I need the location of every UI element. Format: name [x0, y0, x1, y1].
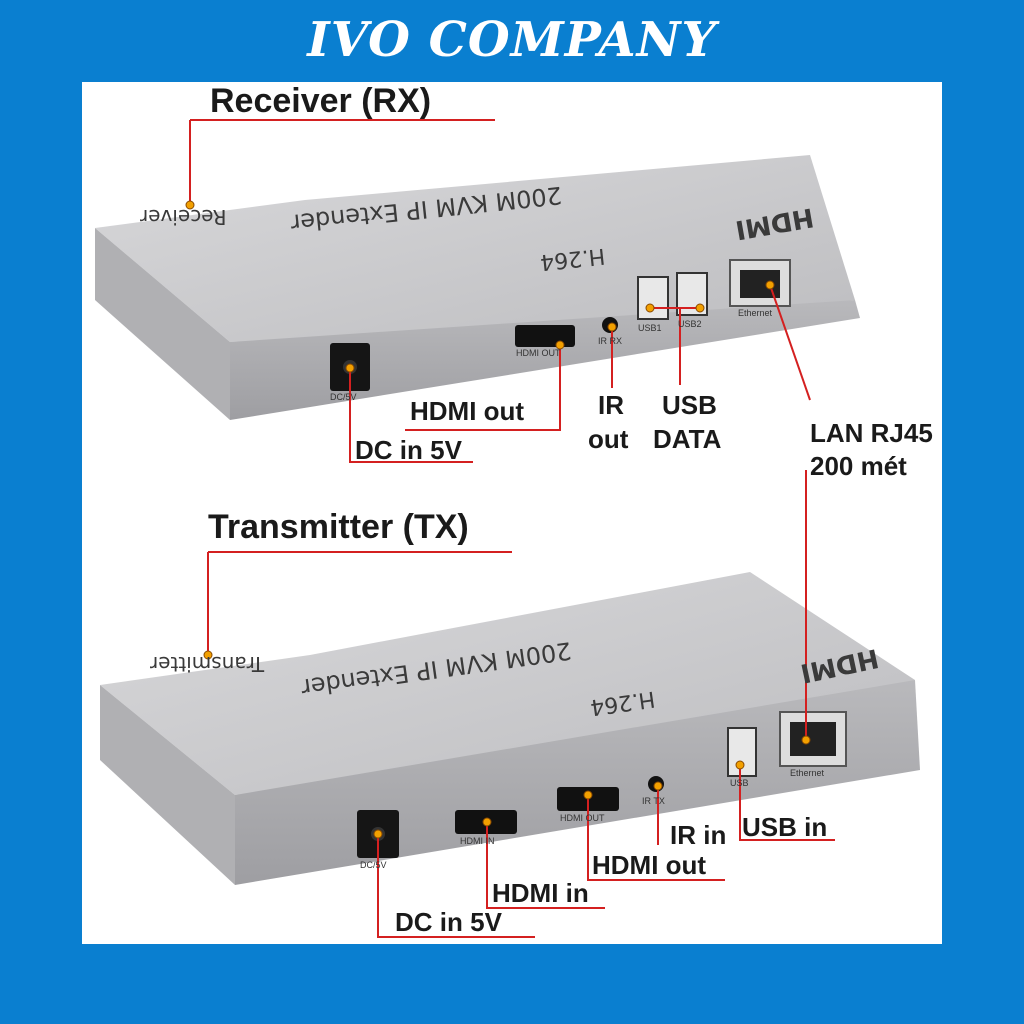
receiver-front-face [230, 300, 860, 420]
transmitter-left-face [100, 685, 235, 885]
brand-title: IVO COMPANY [307, 12, 717, 68]
rx-hdmi-out-port [515, 325, 575, 347]
rx-port-label-ir: IR RX [598, 336, 623, 346]
tx-device-side-label: Transmitter [150, 652, 265, 676]
rx-callout-usb-line2: DATA [653, 424, 722, 454]
transmitter-title: Transmitter (TX) [208, 508, 469, 546]
receiver-title: Receiver (RX) [210, 82, 432, 120]
rx-port-label-ethernet: Ethernet [738, 308, 773, 318]
tx-port-label-ethernet: Ethernet [790, 768, 825, 778]
tx-port-label-dc: DC/5V [360, 860, 387, 870]
rx-callout-ir-line2: out [588, 424, 629, 454]
tx-port-label-ir: IR TX [642, 796, 665, 806]
rx-callout-lan-line1: LAN RJ45 [810, 418, 933, 448]
rx-callout-usb-line1: USB [662, 390, 717, 420]
rx-port-label-usb1: USB1 [638, 323, 662, 333]
rx-port-label-hdmi-out: HDMI OUT [516, 348, 561, 358]
rx-callout-hdmi-out: HDMI out [410, 396, 525, 426]
rx-callout-dc-in: DC in 5V [355, 435, 462, 465]
leader-dots [185, 200, 811, 839]
receiver-device [95, 155, 860, 420]
tx-callout-ir-in: IR in [670, 820, 727, 850]
receiver-left-face [95, 228, 230, 420]
tx-port-label-hdmi-out: HDMI OUT [560, 813, 605, 823]
rx-callout-lan-line2: 200 mét [810, 451, 907, 481]
rx-port-label-usb2: USB2 [678, 319, 702, 329]
leader-lines [189, 119, 835, 938]
rx-usb1-port [637, 276, 669, 320]
rx-callout-ir-line1: IR [598, 390, 624, 420]
tx-port-label-hdmi-in: HDMI IN [460, 836, 495, 846]
tx-callout-hdmi-in: HDMI in [492, 878, 589, 908]
rx-port-label-dc: DC/5V [330, 392, 357, 402]
tx-callout-hdmi-out: HDMI out [592, 850, 707, 880]
tx-callout-dc-in: DC in 5V [395, 907, 502, 937]
tx-callout-usb-in: USB in [742, 812, 828, 842]
tx-port-label-usb: USB [730, 778, 749, 788]
rx-device-side-label: Receiver [140, 205, 227, 229]
